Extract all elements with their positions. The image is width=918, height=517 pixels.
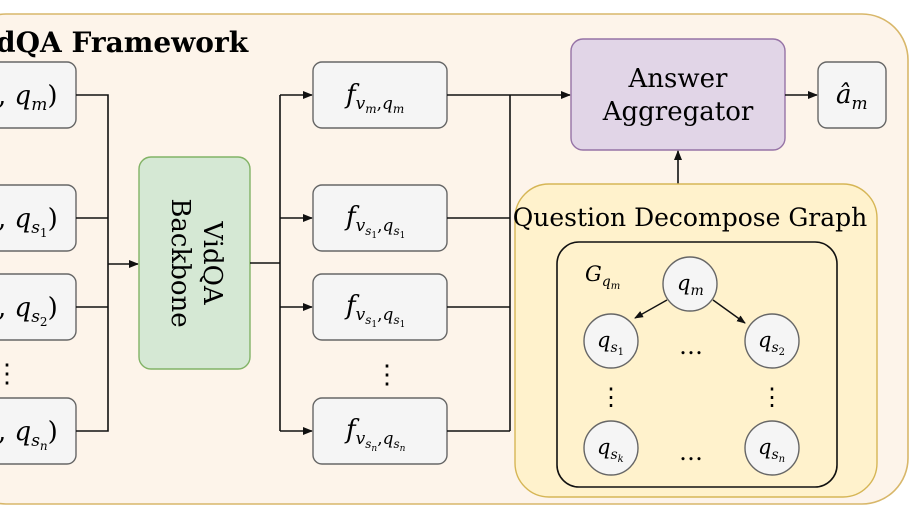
vidqa-backbone-label: VidQA Backbone <box>165 198 227 327</box>
graph-node-label-qm: qm <box>677 271 704 299</box>
graph-title: Question Decompose Graph <box>513 203 868 232</box>
graph-edge-qm-qs1 <box>634 299 668 319</box>
graph-node-label-qs1: qs1 <box>597 328 624 358</box>
output-label: âm <box>836 80 868 114</box>
input-label-qs2: , qs2) <box>0 293 58 329</box>
input-label-qsn: , qsn) <box>0 417 58 453</box>
framework-title: dQA Framework <box>0 26 249 59</box>
input-label-qs1: , qs1) <box>0 204 58 240</box>
input-label-qm: , qm) <box>0 81 57 115</box>
graph-node-label-qsn: qsn <box>758 435 785 465</box>
feature-connectors <box>447 91 571 432</box>
graph-hdots-top: … <box>679 332 703 360</box>
graph-nodes <box>583 256 800 476</box>
graph-vdots-right: ⋮ <box>760 383 784 411</box>
svg-text:VidQA: VidQA <box>197 220 227 306</box>
aggregator-label-line2: Aggregator <box>602 97 754 127</box>
graph-node-qm <box>662 256 718 312</box>
graph-node-qs1 <box>583 313 639 369</box>
graph-node-qsn <box>744 420 800 476</box>
aggregator-label-line1: Answer <box>628 64 729 94</box>
graph-inner-frame <box>556 241 838 488</box>
answer-aggregator-box <box>570 38 786 151</box>
graph-label: Gqm <box>585 262 620 292</box>
graph-edge-qm-qs2 <box>712 299 746 324</box>
feature-boxes <box>312 61 448 465</box>
graph-node-qs2 <box>744 313 800 369</box>
backbone-connectors <box>250 91 313 435</box>
graph-node-qsk <box>583 420 639 476</box>
graph-hdots-bottom: … <box>679 438 703 466</box>
graph-node-label-qs2: qs2 <box>758 328 785 358</box>
output-box <box>817 61 887 129</box>
svg-text:Backbone: Backbone <box>165 198 195 327</box>
feature-label-1: fvs1,qs1 <box>344 202 405 241</box>
input-ellipsis: ⋮ <box>0 359 20 389</box>
question-decompose-graph-box <box>514 183 878 498</box>
graph-node-label-qsk: qsk <box>597 435 624 465</box>
feature-ellipsis: ⋮ <box>374 360 400 390</box>
input-connectors <box>76 94 139 432</box>
graph-vdots-left: ⋮ <box>599 383 623 411</box>
feature-label-3: fvsn,qsn <box>344 415 406 454</box>
